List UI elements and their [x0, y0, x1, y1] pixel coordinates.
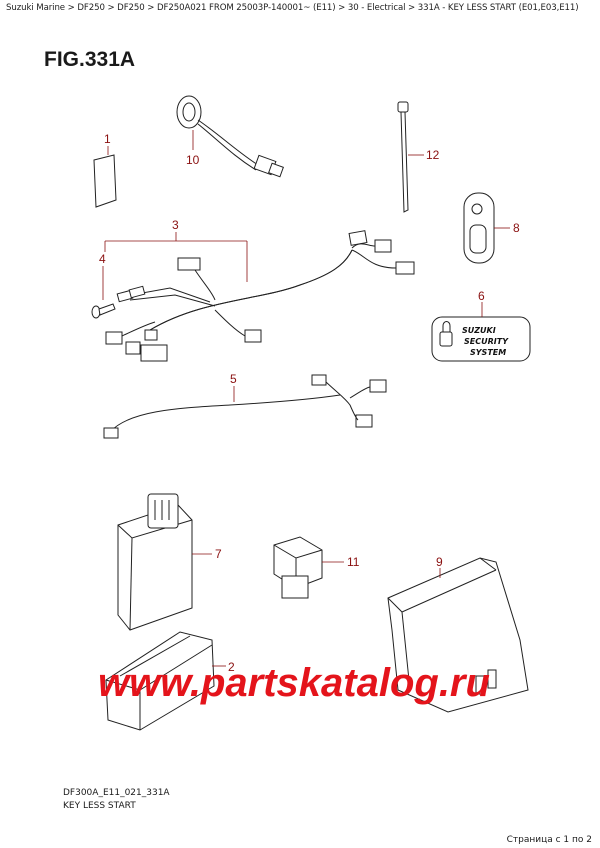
badge-line-3: SYSTEM	[470, 348, 506, 357]
figure-code: DF300A_E11_021_331A	[63, 788, 170, 798]
part-1-label-card[interactable]	[93, 146, 117, 208]
callout-10[interactable]: 10	[186, 153, 200, 167]
part-6-security-badge[interactable]: SUZUKI SECURITY SYSTEM	[431, 302, 531, 362]
part-10-grommet[interactable]	[176, 95, 284, 178]
part-5-extension-harness[interactable]	[103, 374, 387, 439]
figure-title: FIG.331A	[44, 48, 136, 71]
callout-5[interactable]: 5	[230, 372, 237, 386]
part-12-cable-tie[interactable]	[397, 101, 424, 213]
badge-line-1: SUZUKI	[462, 326, 496, 335]
callout-6[interactable]: 6	[478, 289, 485, 303]
part-2-holder[interactable]	[105, 631, 226, 731]
page-indicator: Страница с 1 по 2	[506, 835, 592, 845]
breadcrumb: Suzuki Marine > DF250 > DF250 > DF250A02…	[6, 3, 579, 13]
callout-7[interactable]: 7	[215, 547, 222, 561]
part-3-main-harness[interactable]	[105, 230, 415, 362]
callout-11[interactable]: 11	[347, 555, 360, 569]
callout-8[interactable]: 8	[513, 221, 520, 235]
callout-4[interactable]: 4	[99, 252, 106, 266]
watermark: www.partskatalog.ru	[98, 661, 490, 705]
callout-12[interactable]: 12	[426, 148, 440, 162]
part-7-control-unit[interactable]	[117, 493, 212, 631]
part-8-key-fob[interactable]	[463, 192, 510, 264]
part-11-relay[interactable]	[273, 536, 344, 599]
part-4-screw[interactable]	[91, 266, 116, 319]
callout-2[interactable]: 2	[228, 660, 235, 674]
figure-name: KEY LESS START	[63, 801, 136, 811]
callout-1[interactable]: 1	[104, 132, 111, 146]
part-3-bracket	[104, 232, 248, 282]
part-9-cover[interactable]	[387, 557, 529, 713]
callout-9[interactable]: 9	[436, 555, 443, 569]
badge-line-2: SECURITY	[464, 337, 509, 346]
callout-3[interactable]: 3	[172, 218, 179, 232]
